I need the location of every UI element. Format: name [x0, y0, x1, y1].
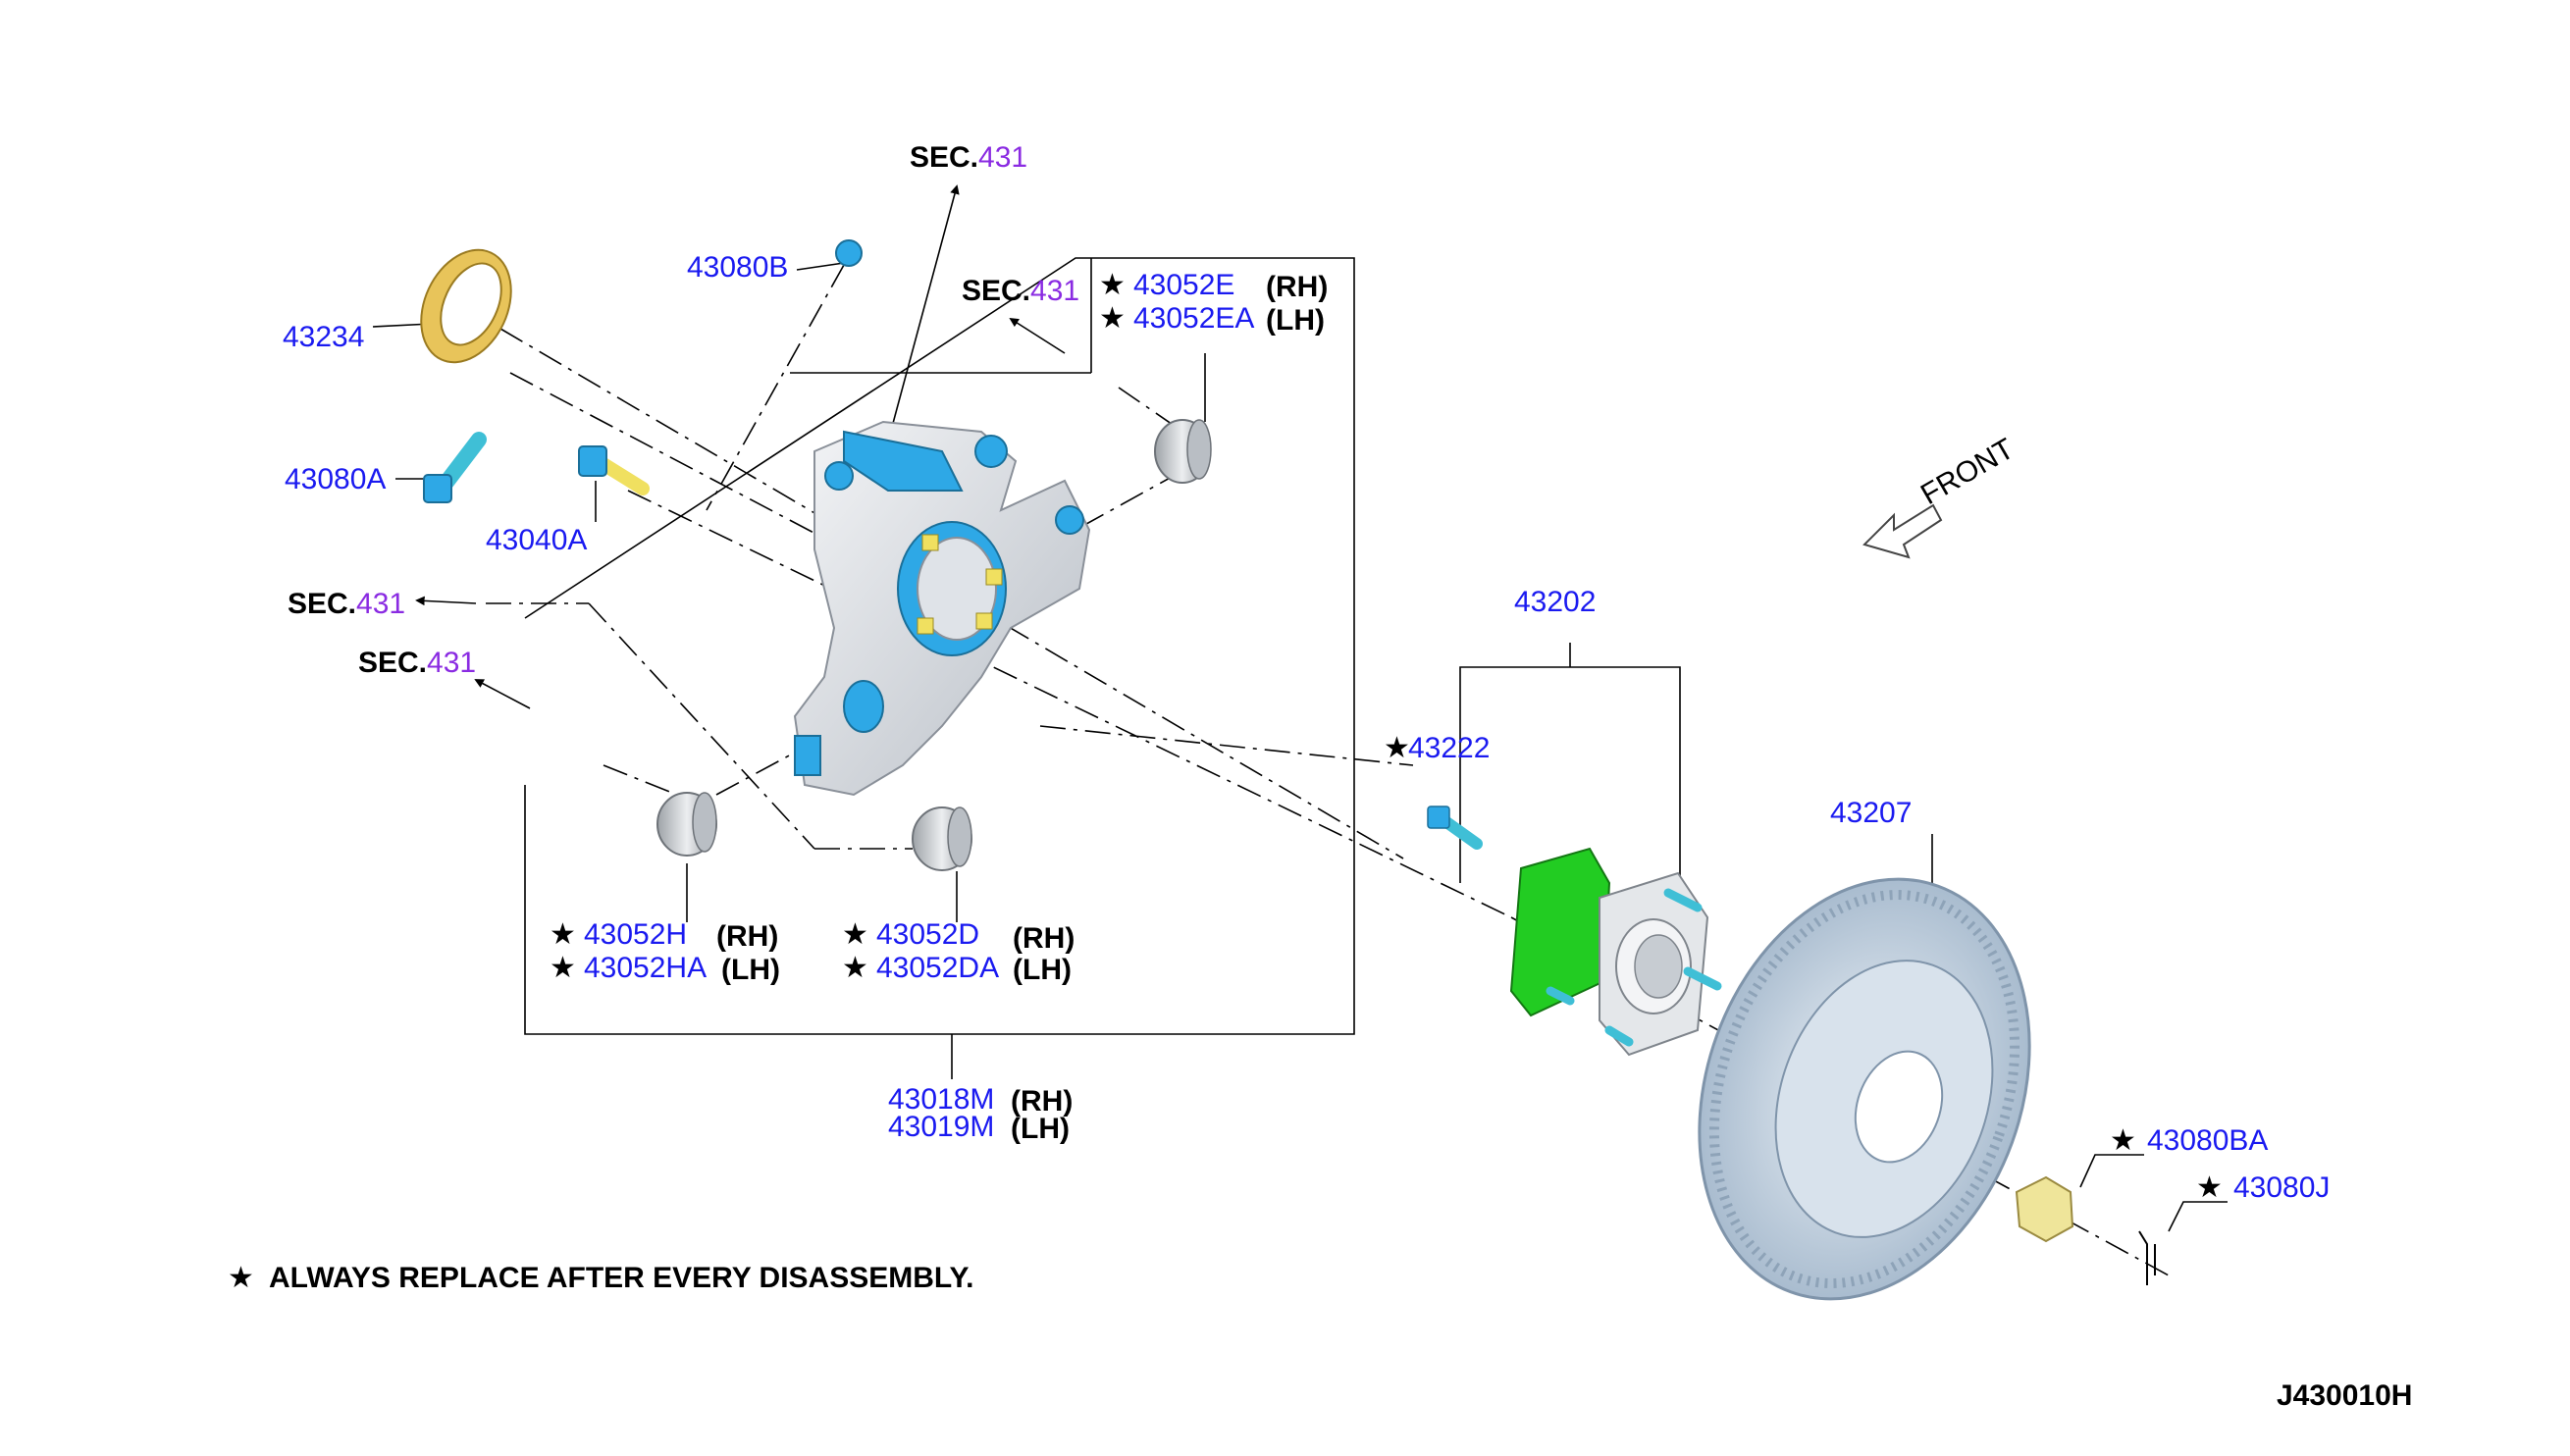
front-label: FRONT	[1915, 433, 2019, 511]
part-label-43202: 43202	[1514, 586, 1596, 618]
star-icon: ★	[550, 952, 576, 984]
svg-text:43052E: 43052E	[1133, 269, 1234, 301]
star-icon: ★	[1099, 302, 1126, 335]
sec-ref-left-1: SEC.431	[288, 588, 405, 620]
svg-text:(RH): (RH)	[1013, 922, 1075, 955]
svg-text:43222: 43222	[1408, 732, 1490, 764]
sec-ref-left-2: SEC.431	[358, 647, 476, 679]
svg-text:43018M: 43018M	[888, 1083, 994, 1116]
shim-ring-43234	[420, 248, 512, 364]
svg-text:(RH): (RH)	[716, 920, 778, 953]
svg-text:43052D: 43052D	[876, 918, 979, 951]
bushing-43052E	[1154, 419, 1212, 484]
star-icon: ★	[1099, 269, 1126, 301]
replacement-note: ★ ALWAYS REPLACE AFTER EVERY DISASSEMBLY…	[228, 1262, 974, 1294]
svg-text:(LH): (LH)	[1013, 954, 1072, 986]
diagram-code: J430010H	[2277, 1379, 2412, 1412]
axle-knuckle	[793, 420, 1091, 797]
svg-text:(LH): (LH)	[1266, 304, 1325, 337]
svg-text:43052HA: 43052HA	[584, 952, 707, 984]
bushing-43052D	[912, 806, 972, 871]
star-icon: ★	[842, 918, 868, 951]
part-label-group-43080J: ★ 43080J	[2196, 1171, 2330, 1204]
bolt-43040A	[578, 445, 650, 495]
svg-text:43019M: 43019M	[888, 1111, 994, 1143]
hub-bolt-43222	[1427, 806, 1483, 850]
star-icon: ★	[228, 1262, 254, 1294]
cotter-pin-43080J	[2138, 1230, 2156, 1285]
svg-text:(LH): (LH)	[1011, 1113, 1070, 1145]
svg-text:43080J: 43080J	[2233, 1171, 2330, 1204]
part-label-group-43052D: ★ 43052D (RH) ★ 43052DA (LH)	[842, 918, 1075, 986]
part-label-43080A: 43080A	[285, 463, 386, 495]
svg-text:43052DA: 43052DA	[876, 952, 999, 984]
bolt-43080A	[423, 432, 487, 503]
star-icon: ★	[550, 918, 576, 951]
hub-assembly-43202	[1509, 847, 1722, 1057]
svg-text:(RH): (RH)	[1266, 271, 1328, 303]
part-label-group-43080BA: ★ 43080BA	[2110, 1124, 2268, 1157]
part-label-43234: 43234	[283, 321, 364, 353]
svg-text:ALWAYS REPLACE AFTER EVERY DIS: ALWAYS REPLACE AFTER EVERY DISASSEMBLY.	[269, 1262, 974, 1294]
svg-text:43052EA: 43052EA	[1133, 302, 1254, 335]
part-label-43040A: 43040A	[486, 524, 587, 556]
nut-43080B	[835, 239, 863, 267]
svg-text:(RH): (RH)	[1011, 1085, 1073, 1118]
sec-ref-upper-right: SEC.431	[962, 275, 1079, 307]
labels: SEC.431 SEC.431 SEC.431 SEC.431 43080B 4…	[228, 141, 2412, 1412]
svg-text:43052H: 43052H	[584, 918, 687, 951]
sec-ref-top: SEC.431	[910, 141, 1027, 174]
front-arrow-icon	[1862, 503, 1943, 559]
star-icon: ★	[2196, 1171, 2223, 1204]
star-icon: ★	[2110, 1124, 2136, 1157]
part-label-group-43018M: 43018M (RH) 43019M (LH)	[888, 1083, 1073, 1145]
axle-nut-43080BA	[2015, 1175, 2074, 1243]
bushing-43052H	[656, 792, 717, 857]
part-label-43080B: 43080B	[687, 251, 788, 284]
part-label-group-43222: ★ 43222	[1384, 732, 1490, 764]
part-label-group-43052E: ★ 43052E (RH) ★ 43052EA (LH)	[1099, 269, 1328, 337]
star-icon: ★	[842, 952, 868, 984]
part-label-group-43052H: ★ 43052H (RH) ★ 43052HA (LH)	[550, 918, 780, 986]
svg-text:(LH): (LH)	[721, 954, 780, 986]
star-icon: ★	[1384, 732, 1410, 764]
svg-text:43080BA: 43080BA	[2147, 1124, 2268, 1157]
part-label-43207: 43207	[1830, 797, 1912, 829]
disc-rotor-43207	[1698, 877, 2031, 1301]
